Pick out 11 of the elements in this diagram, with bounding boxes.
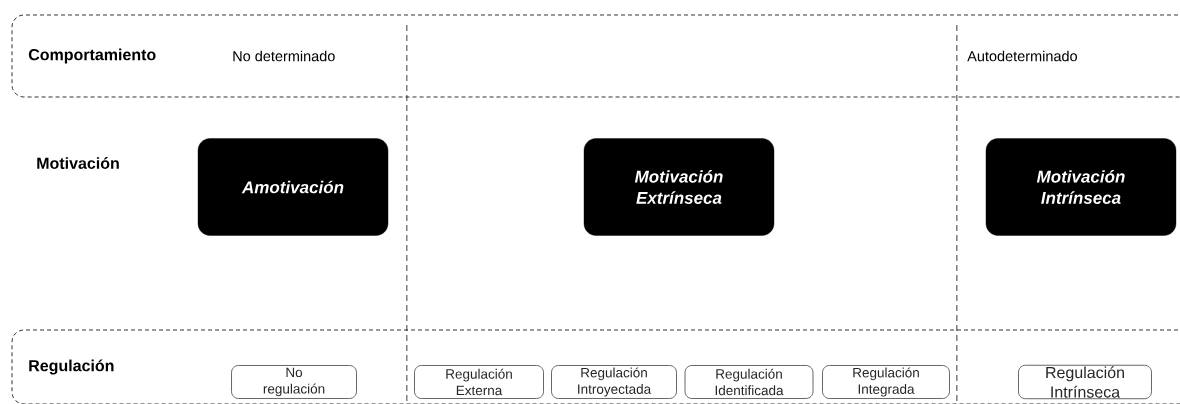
- regulation-box: Regulación Externa: [414, 365, 544, 399]
- motivation-box: Motivación Extrínseca: [583, 138, 775, 236]
- row-label: Motivación: [37, 157, 119, 169]
- regulation-box: Regulación Identificada: [684, 365, 814, 399]
- motivation-box: Motivación Intrínseca: [985, 138, 1177, 236]
- regulation-box: Regulación Introyectada: [551, 365, 677, 399]
- band: Comportamiento No determinado Autodeterminado: [11, 14, 1180, 98]
- regulation-box: No regulación: [231, 365, 357, 399]
- motivation-box: Amotivación: [197, 138, 389, 236]
- regulation-box: Regulación Intrínseca: [1018, 364, 1152, 400]
- regulation-box: Regulación Integrada: [822, 365, 950, 399]
